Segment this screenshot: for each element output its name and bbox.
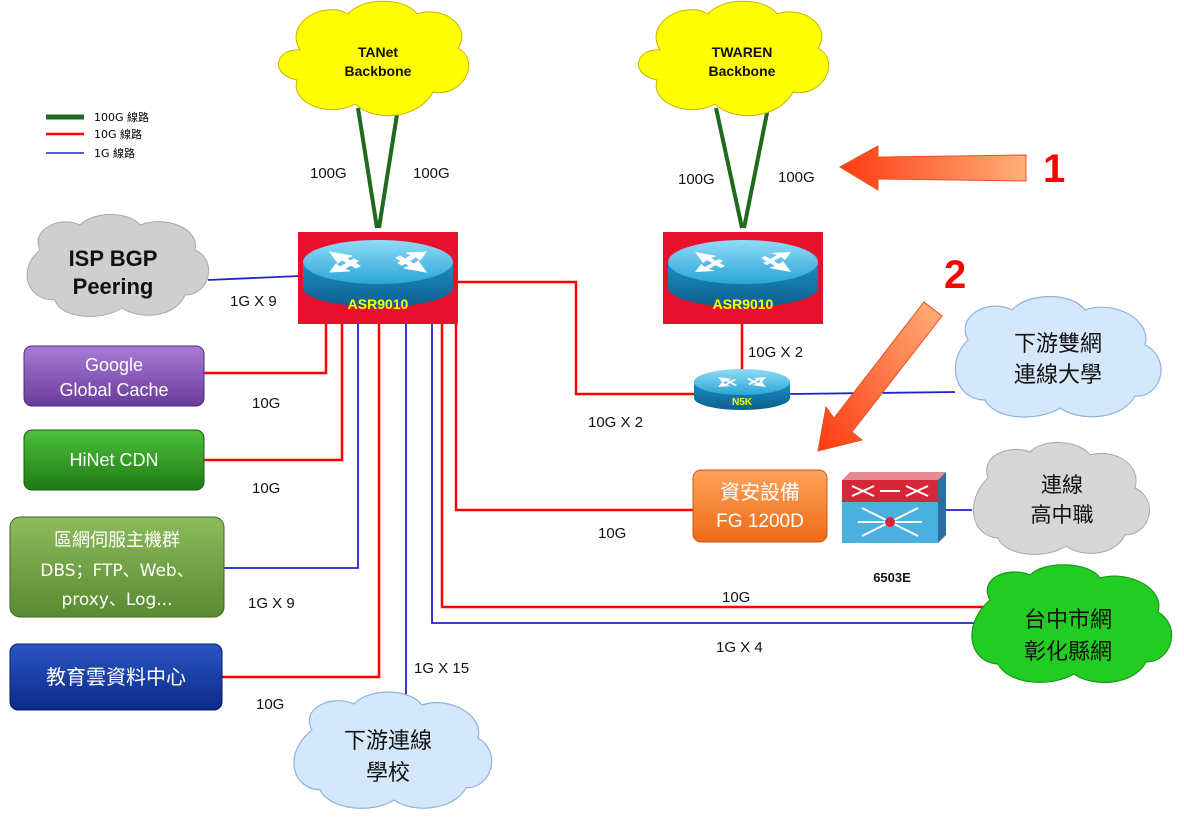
label-taichung-10g: 10G	[722, 589, 750, 606]
box-google-line1: Google	[85, 355, 143, 375]
links	[204, 107, 985, 708]
box-firewall-line2: FG 1200D	[716, 511, 804, 532]
router-arrows-icon	[718, 377, 766, 387]
link-tanet-100g-left	[356, 107, 379, 229]
link-servers-1g	[224, 322, 359, 569]
link-twaren-100g-left	[714, 107, 744, 229]
label-educloud-10g: 10G	[256, 696, 284, 713]
cloud-downstream-schools-line1: 下游連線	[344, 729, 432, 754]
box-servers-line3: proxy、Log...	[62, 590, 173, 610]
annotation-1: 1	[839, 145, 1065, 191]
box-servers-line1: 區網伺服主機群	[54, 530, 180, 551]
router-asr9010-right: ASR9010	[663, 232, 823, 324]
box-google-line2: Global Cache	[59, 380, 168, 400]
cloud-taichung: 台中市網 彰化縣網	[971, 564, 1173, 684]
box-edu-cloud: 教育雲資料中心	[9, 643, 223, 711]
box-edu-cloud-label: 教育雲資料中心	[46, 665, 186, 689]
cloud-taichung-line1: 台中市網	[1024, 608, 1112, 633]
cloud-highschool: 連線 高中職	[973, 442, 1150, 555]
box-hinet-label: HiNet CDN	[69, 450, 158, 470]
cloud-twaren: TWAREN Backbone	[637, 0, 830, 117]
label-tanet-100g-left: 100G	[310, 165, 347, 182]
router-asr9010-left-label: ASR9010	[348, 296, 409, 312]
annotation-1-number: 1	[1043, 147, 1065, 191]
link-n5k-left-10g	[456, 280, 694, 396]
label-twaren-100g-left: 100G	[678, 171, 715, 188]
link-isp-1g	[207, 275, 301, 281]
link-taichung-1g	[431, 322, 975, 624]
cloud-twaren-line1: TWAREN	[712, 44, 773, 60]
router-asr9010-left: ASR9010	[298, 232, 458, 324]
label-twaren-100g-right: 100G	[778, 169, 815, 186]
cloud-tanet-line2: Backbone	[345, 63, 412, 79]
link-tanet-100g-right	[377, 107, 400, 229]
router-n5k-label: N5K	[732, 397, 753, 408]
box-servers-line2: DBS；FTP、Web、	[40, 561, 193, 581]
legend-100g-label: 100G 線路	[94, 110, 149, 124]
cloud-twaren-line2: Backbone	[709, 63, 776, 79]
link-labels: 100G 100G 100G 100G 1G X 9 10G 10G 1G X …	[230, 165, 815, 713]
cloud-tanet-line1: TANet	[358, 44, 399, 60]
link-google-10g	[204, 322, 328, 375]
switch-6503e-label: 6503E	[873, 570, 911, 585]
cloud-downstream-schools: 下游連線 學校	[293, 691, 493, 809]
cloud-downstream-schools-line2: 學校	[366, 761, 410, 786]
cloud-tanet: TANet Backbone	[277, 0, 470, 117]
cloud-downstream-dual: 下游雙網 連線大學	[954, 295, 1162, 418]
link-firewall-10g	[454, 322, 693, 512]
label-taichung-1g: 1G X 4	[716, 639, 763, 656]
label-tanet-100g-right: 100G	[413, 165, 450, 182]
cloud-highschool-line2: 高中職	[1031, 503, 1094, 527]
link-educloud-10g	[222, 322, 381, 679]
arrow-down-left-icon	[817, 301, 943, 452]
router-asr9010-right-label: ASR9010	[713, 296, 774, 312]
box-firewall: 資安設備 FG 1200D	[692, 469, 828, 543]
label-google-10g: 10G	[252, 395, 280, 412]
legend-10g-label: 10G 線路	[94, 127, 142, 141]
cloud-highschool-line1: 連線	[1041, 473, 1083, 497]
link-twaren-100g-right	[742, 107, 770, 229]
legend: 100G 線路 10G 線路 1G 線路	[46, 110, 149, 160]
router-arrows-icon	[695, 252, 791, 272]
cloud-taichung-line2: 彰化縣網	[1024, 640, 1112, 665]
arrow-left-icon	[839, 145, 1027, 191]
cloud-isp-line1: ISP BGP	[69, 246, 158, 271]
router-arrows-icon	[328, 251, 428, 273]
link-hinet-10g	[204, 322, 344, 462]
box-region-servers: 區網伺服主機群 DBS；FTP、Web、 proxy、Log...	[9, 516, 225, 618]
link-taichung-10g	[440, 322, 985, 609]
box-firewall-line1: 資安設備	[720, 480, 800, 504]
annotation-2-number: 2	[944, 253, 966, 297]
label-hinet-10g: 10G	[252, 480, 280, 497]
box-hinet-cdn: HiNet CDN	[23, 429, 205, 491]
cloud-isp: ISP BGP Peering	[26, 214, 210, 317]
label-n5k-up-10g: 10G X 2	[748, 344, 803, 361]
label-firewall-10g: 10G	[598, 525, 626, 542]
box-google-global-cache: Google Global Cache	[23, 345, 205, 407]
legend-1g-label: 1G 線路	[94, 146, 135, 160]
router-n5k: N5K	[694, 369, 790, 410]
label-servers-1g: 1G X 9	[248, 595, 295, 612]
switch-6503e: 6503E	[842, 472, 946, 585]
label-isp-1g: 1G X 9	[230, 293, 277, 310]
cloud-isp-line2: Peering	[73, 274, 154, 299]
label-n5k-left-10g: 10G X 2	[588, 414, 643, 431]
annotation-2: 2	[817, 253, 966, 452]
cloud-downstream-dual-line1: 下游雙網	[1014, 332, 1102, 357]
cloud-downstream-dual-line2: 連線大學	[1014, 363, 1102, 388]
label-schools-1g: 1G X 15	[414, 660, 469, 677]
